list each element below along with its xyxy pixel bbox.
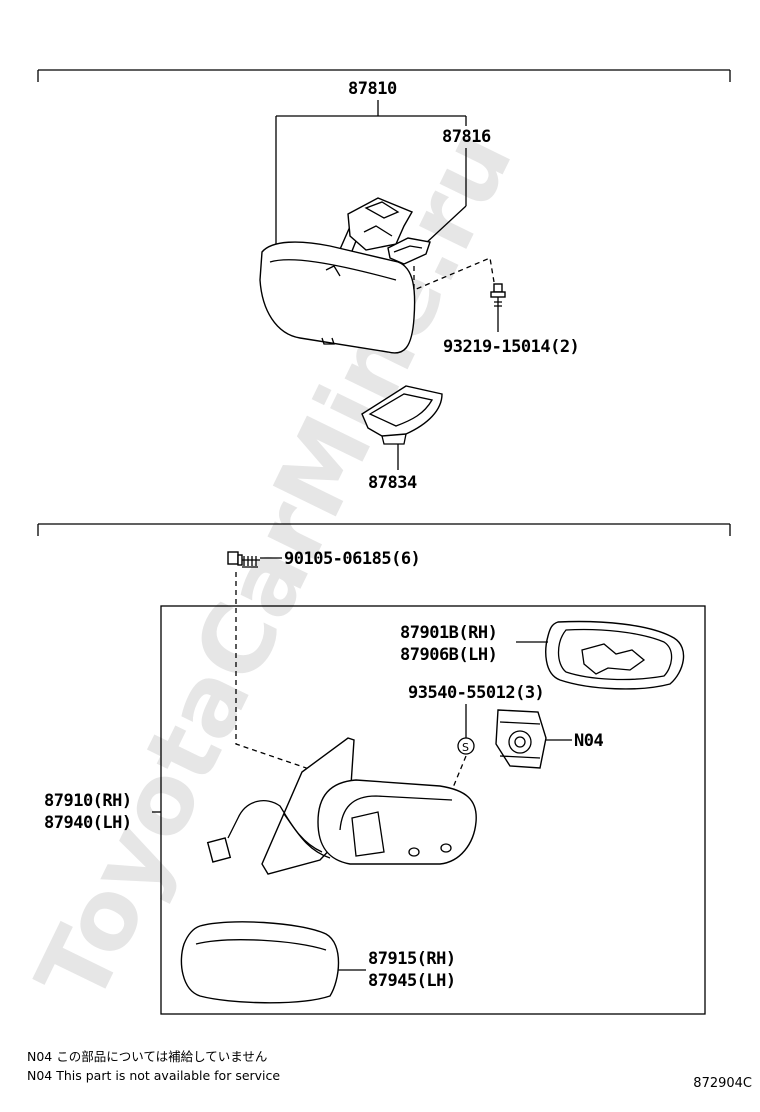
label-87940: 87940(LH)	[44, 813, 132, 833]
svg-text:S: S	[462, 741, 469, 754]
label-93219: 93219-15014(2)	[443, 337, 579, 357]
note-en: N04 This part is not available for servi…	[27, 1068, 281, 1083]
label-87915: 87915(RH)	[368, 949, 456, 969]
cover-87834	[361, 385, 443, 445]
dashed-bolt-path	[235, 572, 319, 773]
screw-symbol: S	[457, 737, 475, 755]
motor-n04	[495, 709, 547, 769]
screw-93219	[490, 283, 506, 310]
leader-87816	[424, 148, 467, 245]
section1-frame	[37, 69, 731, 82]
label-93540: 93540-55012(3)	[408, 683, 544, 703]
label-87834: 87834	[368, 473, 417, 493]
dashed-screw-path-2	[451, 755, 467, 791]
bolt-90105	[227, 551, 260, 568]
diagram-code: 872904C	[693, 1076, 752, 1091]
leader-87810	[275, 100, 467, 250]
outer-cover-87915	[180, 921, 340, 1004]
mirror-glass-87901B	[545, 620, 685, 690]
label-87945: 87945(LH)	[368, 971, 456, 991]
label-87901B: 87901B(RH)	[400, 623, 497, 643]
label-87910: 87910(RH)	[44, 791, 132, 811]
label-87816: 87816	[442, 127, 491, 147]
label-87810: 87810	[348, 79, 397, 99]
inner-mirror	[259, 197, 431, 354]
outer-mirror-87910	[206, 737, 477, 875]
assembly-box	[160, 605, 706, 1015]
label-n04: N04	[574, 731, 603, 751]
label-90105: 90105-06185(6)	[284, 549, 420, 569]
dashed-screw-path-1	[413, 257, 495, 291]
note-jp: N04 この部品については補給していません	[27, 1049, 268, 1064]
label-87906B: 87906B(LH)	[400, 645, 497, 665]
section2-frame	[37, 523, 731, 536]
